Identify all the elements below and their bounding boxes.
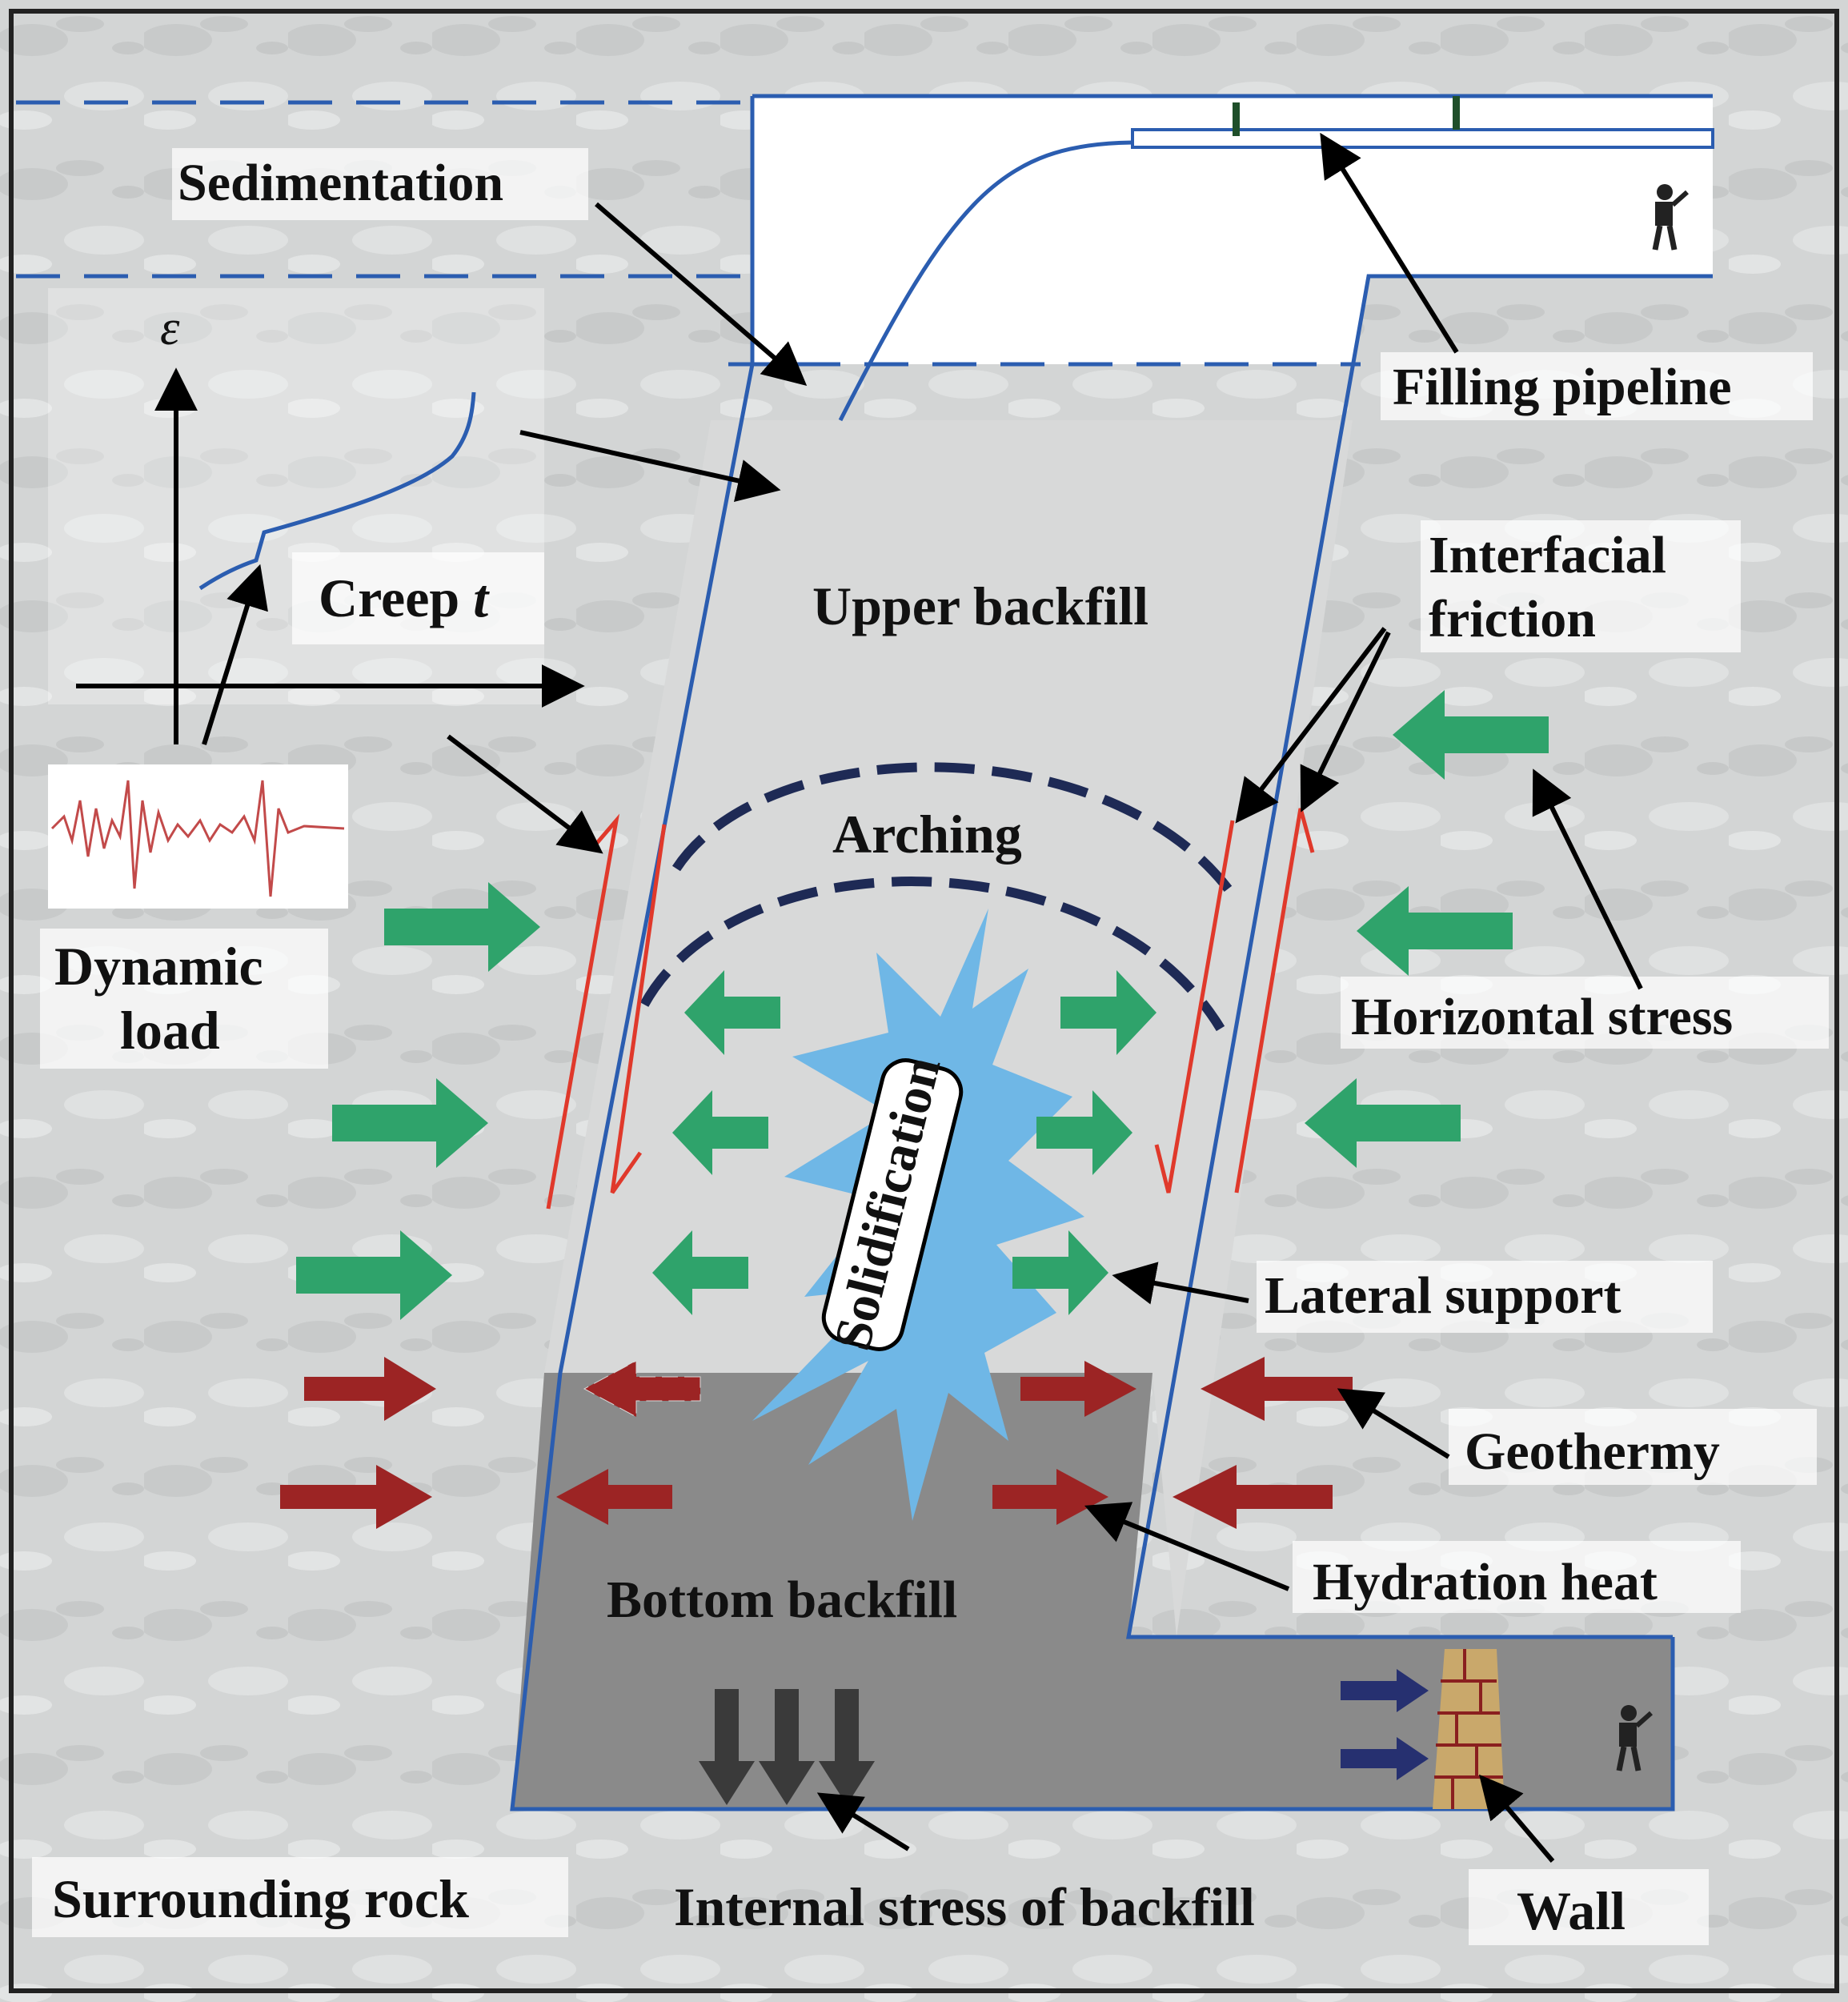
navy-arrow-1 (1341, 1669, 1429, 1712)
stope-wall-right (1126, 274, 1713, 1639)
horizontal-stress-arrow (1305, 1078, 1461, 1168)
stope-wall-left (510, 96, 1675, 1811)
internal-stress-label: Internal stress of backfill (674, 1876, 1255, 1937)
geothermy-arrow (1201, 1357, 1353, 1421)
brick-wall-icon (1433, 1649, 1505, 1809)
geothermy-arrow (280, 1465, 432, 1529)
horizontal-stress-label: Horizontal stress (1351, 988, 1733, 1046)
dynamic-to-creep-arrow (202, 564, 268, 745)
interfacial-friction-label-1: Interfacial (1429, 526, 1666, 584)
horizontal-stress-arrow (384, 882, 540, 972)
lateral-support-arrow (652, 1230, 748, 1315)
seismogram-box (48, 764, 348, 909)
bottom-backfill-label: Bottom backfill (607, 1571, 957, 1629)
lateral-support-arrow (672, 1090, 768, 1175)
miner-icon (1616, 1705, 1653, 1771)
friction-pointer-2 (1300, 631, 1391, 812)
lateral-support-label: Lateral support (1265, 1266, 1622, 1325)
sedimentation-pointer (595, 202, 808, 387)
wall-pointer (1479, 1774, 1555, 1863)
dynamic-load-label-1: Dynamic (54, 936, 263, 997)
hydration-heat-pointer (1084, 1502, 1290, 1591)
arching-arc-outer (671, 762, 1241, 904)
creep-label: Creep t (319, 568, 490, 628)
horizontal-stress-arrow (332, 1078, 488, 1168)
sedimentation-label: Sedimentation (178, 154, 503, 212)
horizontal-stress-arrow (1357, 886, 1513, 976)
horizontal-stress-arrow (1393, 690, 1549, 780)
upper-backfill-label: Upper backfill (812, 576, 1148, 636)
wall-label: Wall (1517, 1880, 1626, 1941)
geothermy-arrow (1173, 1465, 1333, 1529)
geothermy-pointer (1337, 1388, 1450, 1459)
diagram-frame (9, 9, 1839, 1993)
pipeline-clamp-2 (1453, 96, 1460, 130)
filling-pipeline (1131, 128, 1714, 149)
hydration-heat-arrows (556, 1360, 1136, 1525)
internal-stress-pointer (816, 1792, 910, 1852)
surrounding-rock-label: Surrounding rock (52, 1868, 469, 1929)
lateral-support-arrow (1060, 970, 1157, 1055)
miner-icon (1652, 184, 1689, 251)
horizontal-stress-arrow (296, 1230, 452, 1320)
epsilon-label: ε (160, 301, 180, 355)
creep-to-backfill-arrow (519, 430, 781, 502)
pipeline-clamp-1 (1233, 102, 1240, 136)
dynamic-load-label-2: load (120, 1000, 220, 1061)
friction-pointer-1 (1235, 627, 1387, 824)
lateral-support-arrow (1036, 1090, 1132, 1175)
lateral-support-arrow (684, 970, 780, 1055)
navy-arrow-2 (1341, 1737, 1429, 1780)
internal-stress-arrows (699, 1689, 875, 1805)
filling-pipeline-pointer (1320, 132, 1459, 354)
arching-label: Arching (832, 804, 1022, 865)
horizontal-stress-pointer (1532, 768, 1643, 990)
arching-arc-inner (639, 877, 1225, 1032)
filling-pipeline-bend (838, 140, 1133, 422)
solidification-label-box (821, 1058, 964, 1351)
hydration-heat-label: Hydration heat (1313, 1553, 1658, 1611)
dynamic-load-pointer (447, 734, 603, 854)
interfacial-friction-label-2: friction (1429, 590, 1596, 648)
filling-pipeline-label: Filling pipeline (1393, 358, 1732, 416)
geothermy-label: Geothermy (1465, 1422, 1720, 1481)
geothermy-arrow (304, 1357, 436, 1421)
seismogram-icon (50, 780, 345, 897)
lateral-support-pointer (1112, 1262, 1249, 1305)
top-drift (752, 96, 1713, 364)
lateral-support-arrow (1012, 1230, 1108, 1315)
